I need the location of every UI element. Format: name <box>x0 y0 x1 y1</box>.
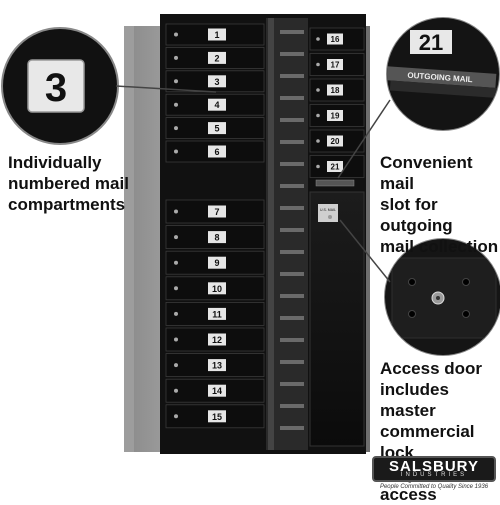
rail <box>280 162 304 166</box>
compartment-number: 6 <box>214 147 219 157</box>
compartment-number: 11 <box>212 309 222 319</box>
compartment-door: 2 <box>165 47 265 69</box>
compartment-door: 15 <box>165 404 265 429</box>
rail <box>280 338 304 342</box>
compartment-number: 7 <box>214 207 219 217</box>
compartment-number: 9 <box>214 258 219 268</box>
right-bottom-pointer-line <box>339 219 391 283</box>
compartment-door: 14 <box>165 378 265 403</box>
compartment-number: 18 <box>331 86 340 95</box>
rail <box>280 96 304 100</box>
compartment-number: 12 <box>212 335 222 345</box>
compartment-number: 19 <box>331 112 340 121</box>
compartment-number: 4 <box>214 100 219 110</box>
right-top-callout-text: Convenient mail slot for outgoing mail c… <box>380 153 499 256</box>
compartment-number: 8 <box>214 233 219 243</box>
rail <box>280 272 304 276</box>
compartment-door: 19 <box>309 104 365 127</box>
compartment-door: 16 <box>309 27 365 51</box>
rail <box>280 250 304 254</box>
rail <box>280 316 304 320</box>
compartment-door: 17 <box>309 53 365 76</box>
brand-name: SALSBURY <box>389 458 479 475</box>
number-plate <box>27 59 85 113</box>
rail <box>280 294 304 298</box>
compartment-number: 14 <box>212 386 222 396</box>
left-callout-text: Individually numbered mail compartments <box>8 153 129 214</box>
compartment-door: 21 <box>309 155 365 178</box>
compartment-door: 11 <box>165 301 265 326</box>
rail <box>280 52 304 56</box>
brand-tagline: People Committed to Quality Since 1936 <box>379 484 489 490</box>
outgoing-slot <box>315 179 355 187</box>
right-top-pointer-line <box>337 99 391 179</box>
compartment-door: 9 <box>165 250 265 275</box>
compartment-door: 8 <box>165 225 265 250</box>
rail <box>280 118 304 122</box>
rail <box>280 404 304 408</box>
compartment-door: 5 <box>165 117 265 139</box>
compartment-number: 17 <box>331 61 340 70</box>
rail <box>280 382 304 386</box>
rail <box>280 184 304 188</box>
compartment-door: 4 <box>165 93 265 116</box>
rail <box>280 30 304 34</box>
access-door <box>309 191 365 447</box>
master-lock <box>328 215 332 219</box>
left-pointer-line <box>115 85 217 93</box>
compartment-number: 21 <box>331 163 340 172</box>
compartment-number: 5 <box>214 124 219 134</box>
compartment-number: 20 <box>331 137 340 146</box>
interior-rails <box>268 18 304 450</box>
compartment-door: 1 <box>165 23 265 46</box>
rail <box>280 360 304 364</box>
compartment-door: 20 <box>309 129 365 153</box>
compartment-door: 3 <box>165 70 265 93</box>
compartment-number: 2 <box>214 53 219 63</box>
compartment-door: 6 <box>165 140 265 163</box>
callout-number: 3 <box>45 66 67 110</box>
rail <box>280 228 304 232</box>
rail <box>280 74 304 78</box>
door-plate-bg <box>318 204 338 222</box>
compartment-door: 18 <box>309 78 365 102</box>
compartment-door: 12 <box>165 327 265 352</box>
compartment-number: 15 <box>212 412 222 422</box>
compartment-number: 1 <box>214 30 219 40</box>
callout-number-21: 21 <box>419 30 443 55</box>
compartment-door: 10 <box>165 276 265 301</box>
door-plate: U.S. MAIL <box>320 208 336 212</box>
compartment-door: 13 <box>165 353 265 378</box>
salsbury-logo: SALSBURY INDUSTRIES People Committed to … <box>372 456 496 496</box>
compartment-number: 16 <box>331 35 340 44</box>
compartment-door: 7 <box>165 199 265 224</box>
rail <box>280 206 304 210</box>
rail <box>280 140 304 144</box>
compartment-number: 10 <box>212 284 222 294</box>
compartment-number: 13 <box>212 361 222 371</box>
brand-sub: INDUSTRIES <box>400 472 468 478</box>
rail <box>280 426 304 430</box>
compartment-number: 3 <box>214 77 219 87</box>
